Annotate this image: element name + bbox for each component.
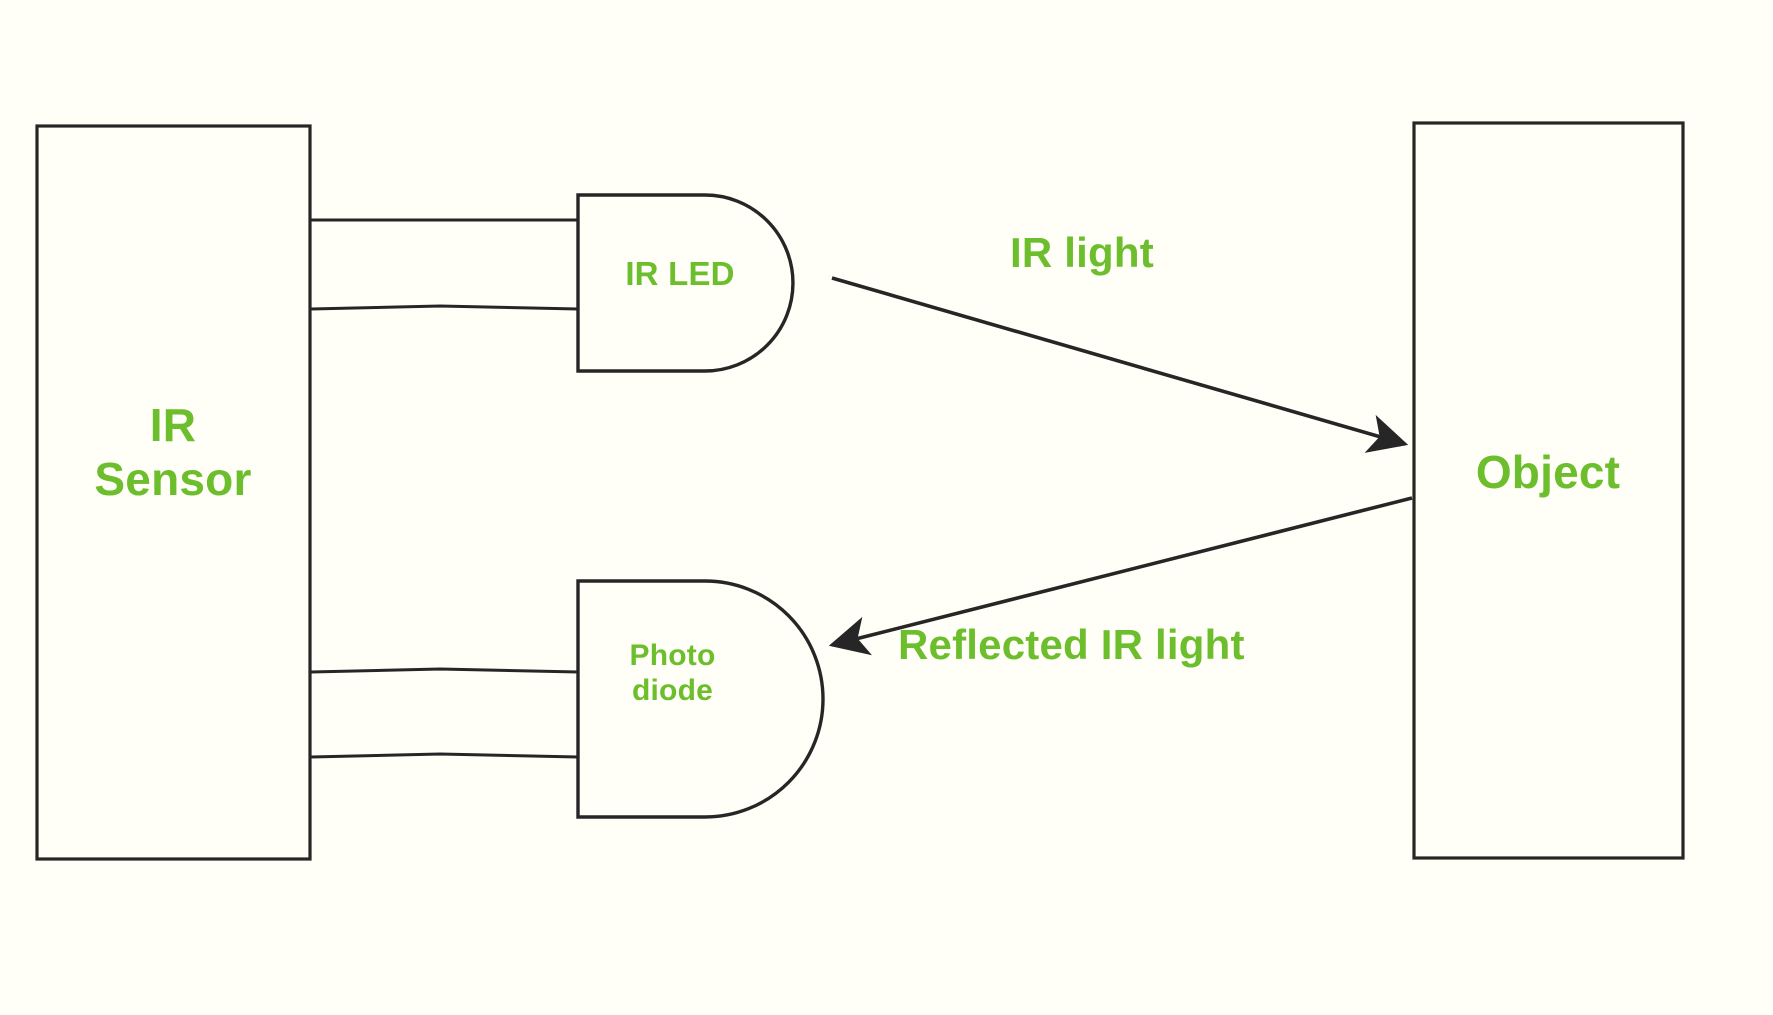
photo-diode-label-line2: diode [632, 674, 713, 708]
ir-sensor-label-line1: IR [149, 399, 197, 451]
photo-diode-label-line1: Photo [629, 639, 716, 672]
object-label: Object [1475, 446, 1621, 498]
lead-photo-diode-bottom [310, 752, 579, 759]
ir-light-edge-label: IR light [1010, 229, 1154, 276]
object-box[interactable] [1412, 121, 1685, 860]
ir-led-shape[interactable] [576, 193, 795, 373]
lead-photo-diode-top [310, 667, 579, 674]
reflected-ir-light-edge-label: Reflected IR light [898, 621, 1245, 668]
ir-led-label: IR LED [625, 255, 735, 292]
ir-sensor-label-line2: Sensor [94, 453, 252, 506]
ir-sensor-box[interactable] [35, 124, 312, 861]
ir-sensor-label: IR Sensor [36, 398, 310, 507]
reflected-ir-light-arrow[interactable] [828, 496, 1413, 656]
photo-diode-shape[interactable] [576, 579, 825, 819]
photo-diode-label: Photo diode [575, 638, 770, 709]
ir-light-arrow[interactable] [831, 276, 1409, 453]
lead-ir-led-bottom [310, 304, 579, 311]
